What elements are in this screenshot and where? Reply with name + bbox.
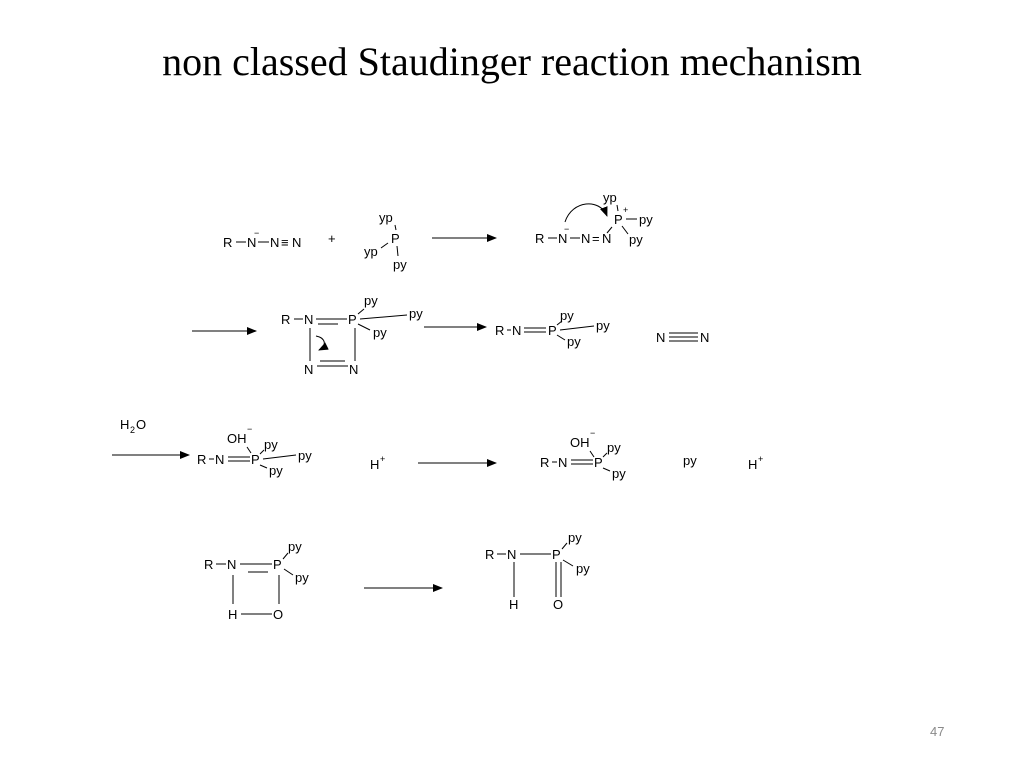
group-py: py xyxy=(596,318,610,333)
phosphine-molecule: yp P yp py xyxy=(364,210,407,272)
group-py: py xyxy=(409,306,423,321)
group-py: py xyxy=(629,232,643,247)
atom-n: N xyxy=(581,231,590,246)
group-py: py xyxy=(607,440,621,455)
atom-n: N xyxy=(292,235,301,250)
atom-o: O xyxy=(273,607,283,622)
atom-r: R xyxy=(204,557,213,572)
svg-text:O: O xyxy=(136,417,146,432)
atom-p: P xyxy=(391,231,400,246)
group-oh: OH xyxy=(227,431,247,446)
group-py: py xyxy=(295,570,309,585)
group-py: py xyxy=(683,453,697,468)
atom-h: H xyxy=(228,607,237,622)
atom-o: O xyxy=(553,597,563,612)
svg-text:+: + xyxy=(380,454,385,464)
atom-p: P xyxy=(273,557,282,572)
atom-n: N xyxy=(247,235,256,250)
atom-p: P xyxy=(348,312,357,327)
cyclic-intermediate: R N P py py py N N xyxy=(281,293,423,377)
group-py: py xyxy=(639,212,653,227)
atom-n: N xyxy=(215,452,224,467)
slide-title: non classed Staudinger reaction mechanis… xyxy=(162,39,862,84)
atom-r: R xyxy=(540,455,549,470)
charge-minus: − xyxy=(247,424,252,434)
group-yp: yp xyxy=(364,244,378,259)
hydroxy-adduct: OH − R N P py py py xyxy=(197,424,312,478)
svg-text:H: H xyxy=(370,457,379,472)
atom-n: N xyxy=(227,557,236,572)
bond-triple: ≡ xyxy=(281,235,289,250)
phosphazide-intermediate: yp P + py py R N − N = N xyxy=(535,190,653,247)
group-oh: OH xyxy=(570,435,590,450)
proton-label: H + xyxy=(370,454,385,472)
atom-n: N xyxy=(558,455,567,470)
svg-text:+: + xyxy=(758,454,763,464)
group-py: py xyxy=(288,539,302,554)
oxazaphosphetidine: R N P py py H O xyxy=(204,539,309,622)
atom-n: N xyxy=(304,312,313,327)
atom-p: P xyxy=(614,212,623,227)
atom-r: R xyxy=(535,231,544,246)
group-py: py xyxy=(373,325,387,340)
bond-double: = xyxy=(592,231,600,246)
group-py: py xyxy=(298,448,312,463)
atom-r: R xyxy=(495,323,504,338)
group-py: py xyxy=(567,334,581,349)
atom-n: N xyxy=(270,235,279,250)
nitrogen-molecule: N N xyxy=(656,330,709,345)
group-py: py xyxy=(364,293,378,308)
page-number: 47 xyxy=(930,724,945,739)
atom-n: N xyxy=(304,362,313,377)
charge-minus: − xyxy=(590,428,595,438)
svg-text:2: 2 xyxy=(130,425,135,435)
proton-label: H + xyxy=(748,454,763,472)
atom-r: R xyxy=(485,547,494,562)
group-py: py xyxy=(560,308,574,323)
atom-n: N xyxy=(656,330,665,345)
atom-n: N xyxy=(349,362,358,377)
atom-p: P xyxy=(594,455,603,470)
group-py: py xyxy=(568,530,582,545)
atom-n: N xyxy=(700,330,709,345)
group-py: py xyxy=(269,463,283,478)
plus-sign: + xyxy=(328,231,336,246)
group-yp: yp xyxy=(379,210,393,225)
atom-r: R xyxy=(281,312,290,327)
charge-plus: + xyxy=(623,205,628,215)
group-py: py xyxy=(393,257,407,272)
water-label: H 2 O xyxy=(120,417,146,435)
iminophosphorane: R N P py py py xyxy=(495,308,610,349)
svg-text:H: H xyxy=(120,417,129,432)
group-py: py xyxy=(576,561,590,576)
hydroxy-adduct: OH − R N P py py xyxy=(540,428,626,481)
charge-minus: − xyxy=(564,224,569,234)
atom-p: P xyxy=(548,323,557,338)
atom-n: N xyxy=(602,231,611,246)
curved-arrow xyxy=(315,335,329,351)
group-py: py xyxy=(264,437,278,452)
atom-r: R xyxy=(223,235,232,250)
azide-molecule: R N − N ≡ N xyxy=(223,228,301,250)
atom-p: P xyxy=(251,452,260,467)
atom-p: P xyxy=(552,547,561,562)
curved-arrow xyxy=(564,203,608,223)
group-yp: yp xyxy=(603,190,617,205)
atom-h: H xyxy=(509,597,518,612)
atom-n: N xyxy=(512,323,521,338)
svg-text:H: H xyxy=(748,457,757,472)
group-py: py xyxy=(612,466,626,481)
atom-r: R xyxy=(197,452,206,467)
charge-minus: − xyxy=(254,228,259,238)
atom-n: N xyxy=(507,547,516,562)
phosphoramide-product: R N P py py H O xyxy=(485,530,590,612)
atom-n: N xyxy=(558,231,567,246)
